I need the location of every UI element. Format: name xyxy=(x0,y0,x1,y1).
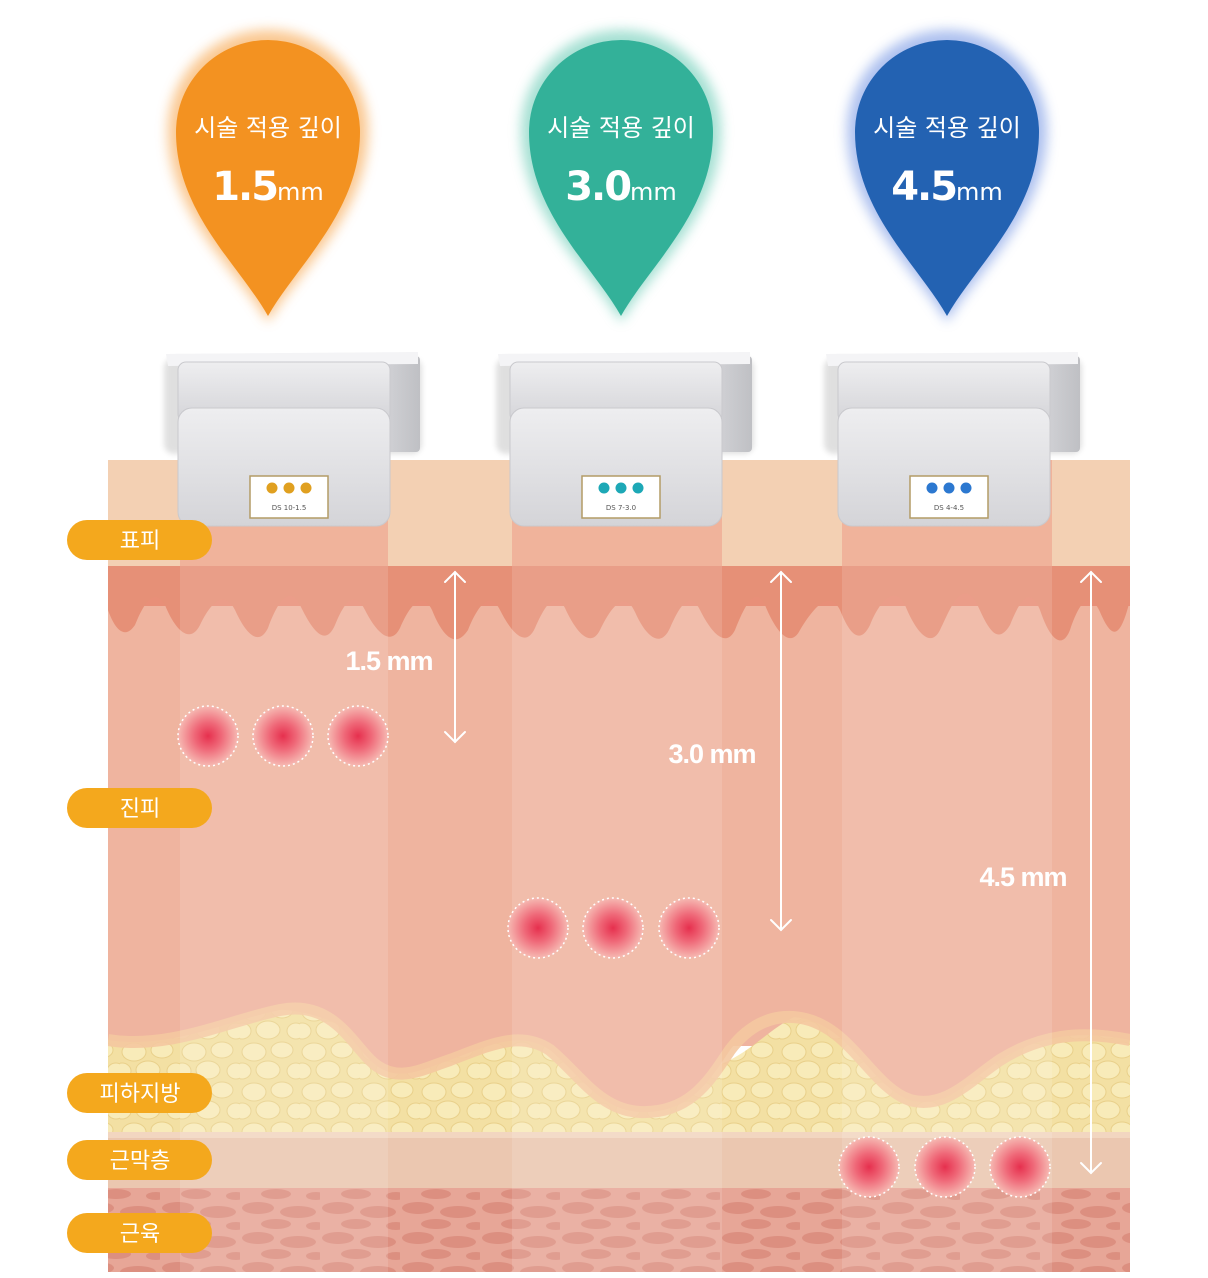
beam-1 xyxy=(180,460,388,1272)
svg-text:표피: 표피 xyxy=(120,529,160,554)
cartridge-2: DS 7-3.0 xyxy=(496,352,754,527)
beam-3 xyxy=(842,460,1052,1272)
arrow-4-5mm xyxy=(1080,570,1102,1175)
pin-shape xyxy=(529,40,713,316)
focus-points xyxy=(177,705,1051,1198)
pin-label: 시술 적용 깊이 xyxy=(194,114,342,142)
svg-text:피하지방: 피하지방 xyxy=(100,1082,181,1107)
cartridge-3: DS 4-4.5 xyxy=(824,352,1082,527)
cartridge-dot xyxy=(266,482,278,494)
pin-shape xyxy=(855,40,1039,316)
layer-labels: 표피 진피 피하지방 근막층 근육 xyxy=(67,520,212,1253)
layer-label-subcutaneous-fat: 피하지방 xyxy=(67,1073,212,1113)
skin-section xyxy=(108,460,1130,1272)
dermal-junction xyxy=(108,566,1130,641)
pin-label: 시술 적용 깊이 xyxy=(547,114,695,142)
pin-3-0mm: 시술 적용 깊이 3.0mm xyxy=(521,30,721,322)
pin-4-5mm: 시술 적용 깊이 4.5mm xyxy=(847,30,1047,322)
pin-unit: mm xyxy=(956,178,1003,206)
pin-label: 시술 적용 깊이 xyxy=(873,114,1021,142)
pin-value: 3.0 xyxy=(565,164,630,210)
layer-label-muscle: 근육 xyxy=(67,1213,212,1253)
focus-row-4-5mm xyxy=(838,1136,1051,1198)
arrow-1-5mm xyxy=(444,570,466,744)
depth-label-3-0mm: 3.0 mm xyxy=(668,739,755,769)
depth-arrows xyxy=(444,570,1102,1175)
pin-value: 1.5 xyxy=(212,164,277,210)
beam-2 xyxy=(512,460,722,1272)
pin-value: 4.5 xyxy=(891,164,956,210)
focus-row-1-5mm xyxy=(177,705,389,767)
pin-unit: mm xyxy=(630,178,677,206)
dermis-layer xyxy=(108,566,1130,1046)
layer-label-dermis: 진피 xyxy=(67,788,212,828)
svg-text:근육: 근육 xyxy=(120,1222,160,1247)
arrow-3-0mm xyxy=(770,570,792,932)
cartridge-code: DS 4-4.5 xyxy=(934,504,964,512)
muscle-layer xyxy=(108,1188,1130,1272)
layer-label-epidermis: 표피 xyxy=(67,520,212,560)
focus-row-3-0mm xyxy=(507,897,720,959)
pin-1-5mm: 시술 적용 깊이 1.5mm xyxy=(168,30,368,322)
svg-text:4.5mm: 4.5mm xyxy=(891,164,1003,210)
pin-unit: mm xyxy=(277,178,324,206)
depth-label-1-5mm: 1.5 mm xyxy=(345,646,432,676)
svg-text:진피: 진피 xyxy=(120,797,160,822)
depth-label-4-5mm: 4.5 mm xyxy=(979,862,1066,892)
svg-text:3.0mm: 3.0mm xyxy=(565,164,677,210)
cartridge-code: DS 10-1.5 xyxy=(272,504,307,512)
svg-text:근막층: 근막층 xyxy=(110,1149,171,1174)
layer-label-fascia: 근막층 xyxy=(67,1140,212,1180)
pin-shape xyxy=(176,40,360,316)
svg-text:1.5mm: 1.5mm xyxy=(212,164,324,210)
cartridge-1: DS 10-1.5 xyxy=(164,352,422,527)
cartridge-code: DS 7-3.0 xyxy=(606,504,636,512)
